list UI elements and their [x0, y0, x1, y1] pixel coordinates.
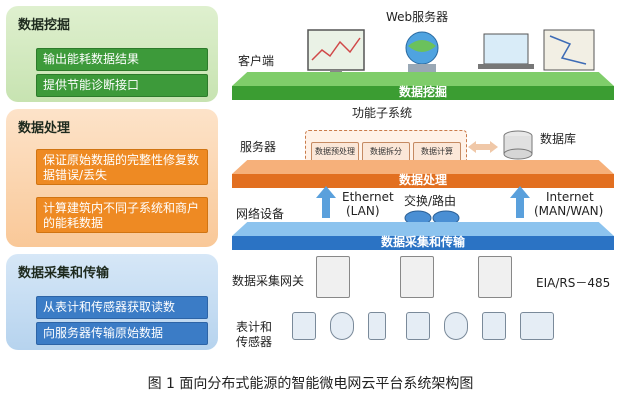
- meters-label-line2: 传感器: [236, 335, 273, 349]
- panel-data-mining: 数据挖掘 输出能耗数据结果 提供节能诊断接口: [6, 6, 218, 102]
- switch-router-label: 交换/路由: [404, 194, 457, 208]
- module-split: 数据拆分: [362, 142, 410, 162]
- function-subsystem-label: 功能子系统: [352, 106, 413, 120]
- client-label: 客户端: [238, 54, 275, 68]
- panel-title: 数据采集和传输: [18, 266, 110, 281]
- server-label: 服务器: [240, 140, 277, 154]
- laptop-icon: [478, 33, 534, 69]
- module-preprocess: 数据预处理: [311, 142, 359, 162]
- meter-icon: [292, 312, 316, 340]
- database-label: 数据库: [540, 132, 577, 146]
- gauge-icon: [444, 312, 468, 340]
- gas-meter-icon: [482, 312, 506, 340]
- gateway-device: [400, 256, 434, 298]
- platform-label: 数据挖掘: [398, 85, 447, 99]
- processing-item-compute: 计算建筑内不同子系统和商户的能耗数据: [36, 197, 208, 233]
- monitor-icon: [307, 29, 365, 76]
- power-meter-icon: [406, 312, 430, 340]
- mining-item-output: 输出能耗数据结果: [36, 48, 208, 71]
- gateway-device: [478, 256, 512, 298]
- meters-label-line1: 表计和: [236, 320, 273, 334]
- acquisition-item-transmit: 向服务器传输原始数据: [36, 322, 208, 345]
- panel-data-acquisition: 数据采集和传输 从表计和传感器获取读数 向服务器传输原始数据: [6, 254, 218, 350]
- module-compute: 数据计算: [413, 142, 461, 162]
- platform-data-mining: 数据挖掘: [232, 72, 614, 100]
- platform-label: 数据采集和传输: [380, 235, 465, 249]
- internet-label: Internet: [546, 190, 594, 204]
- platform-data-acquisition: 数据采集和传输: [232, 222, 614, 250]
- heat-meter-icon: [520, 312, 554, 340]
- water-meter-icon: [330, 312, 354, 340]
- database-icon: [503, 130, 533, 160]
- panel-data-processing: 数据处理 保证原始数据的完整性修复数据错误/丢失 计算建筑内不同子系统和商户的能…: [6, 109, 218, 247]
- figure-caption: 图 1 面向分布式能源的智能微电网云平台系统架构图: [147, 376, 474, 392]
- panel-title: 数据处理: [18, 121, 71, 136]
- up-arrow-icon: [316, 186, 336, 218]
- platform-label: 数据处理: [398, 173, 447, 187]
- mining-item-interface: 提供节能诊断接口: [36, 74, 208, 97]
- gateway-device: [316, 256, 350, 298]
- up-arrow-icon: [510, 186, 530, 218]
- ethernet-label: Ethernet: [342, 190, 394, 204]
- panel-title: 数据挖掘: [18, 18, 71, 33]
- double-arrow-icon: [468, 141, 498, 153]
- platform-data-processing: 数据处理: [232, 160, 614, 188]
- acquisition-item-read: 从表计和传感器获取读数: [36, 296, 208, 319]
- client-devices: [307, 29, 595, 76]
- protocol-label: EIA/RS－485: [536, 276, 611, 290]
- globe-icon: [405, 31, 439, 76]
- web-server-label: Web服务器: [386, 10, 449, 24]
- processing-item-integrity: 保证原始数据的完整性修复数据错误/丢失: [36, 149, 208, 185]
- map-screen-icon: [543, 29, 595, 71]
- man-wan-label: (MAN/WAN): [534, 204, 604, 218]
- network-device-label: 网络设备: [236, 207, 285, 221]
- gateway-label: 数据采集网关: [232, 274, 305, 288]
- flow-sensor-icon: [368, 312, 386, 340]
- lan-label: (LAN): [346, 204, 380, 218]
